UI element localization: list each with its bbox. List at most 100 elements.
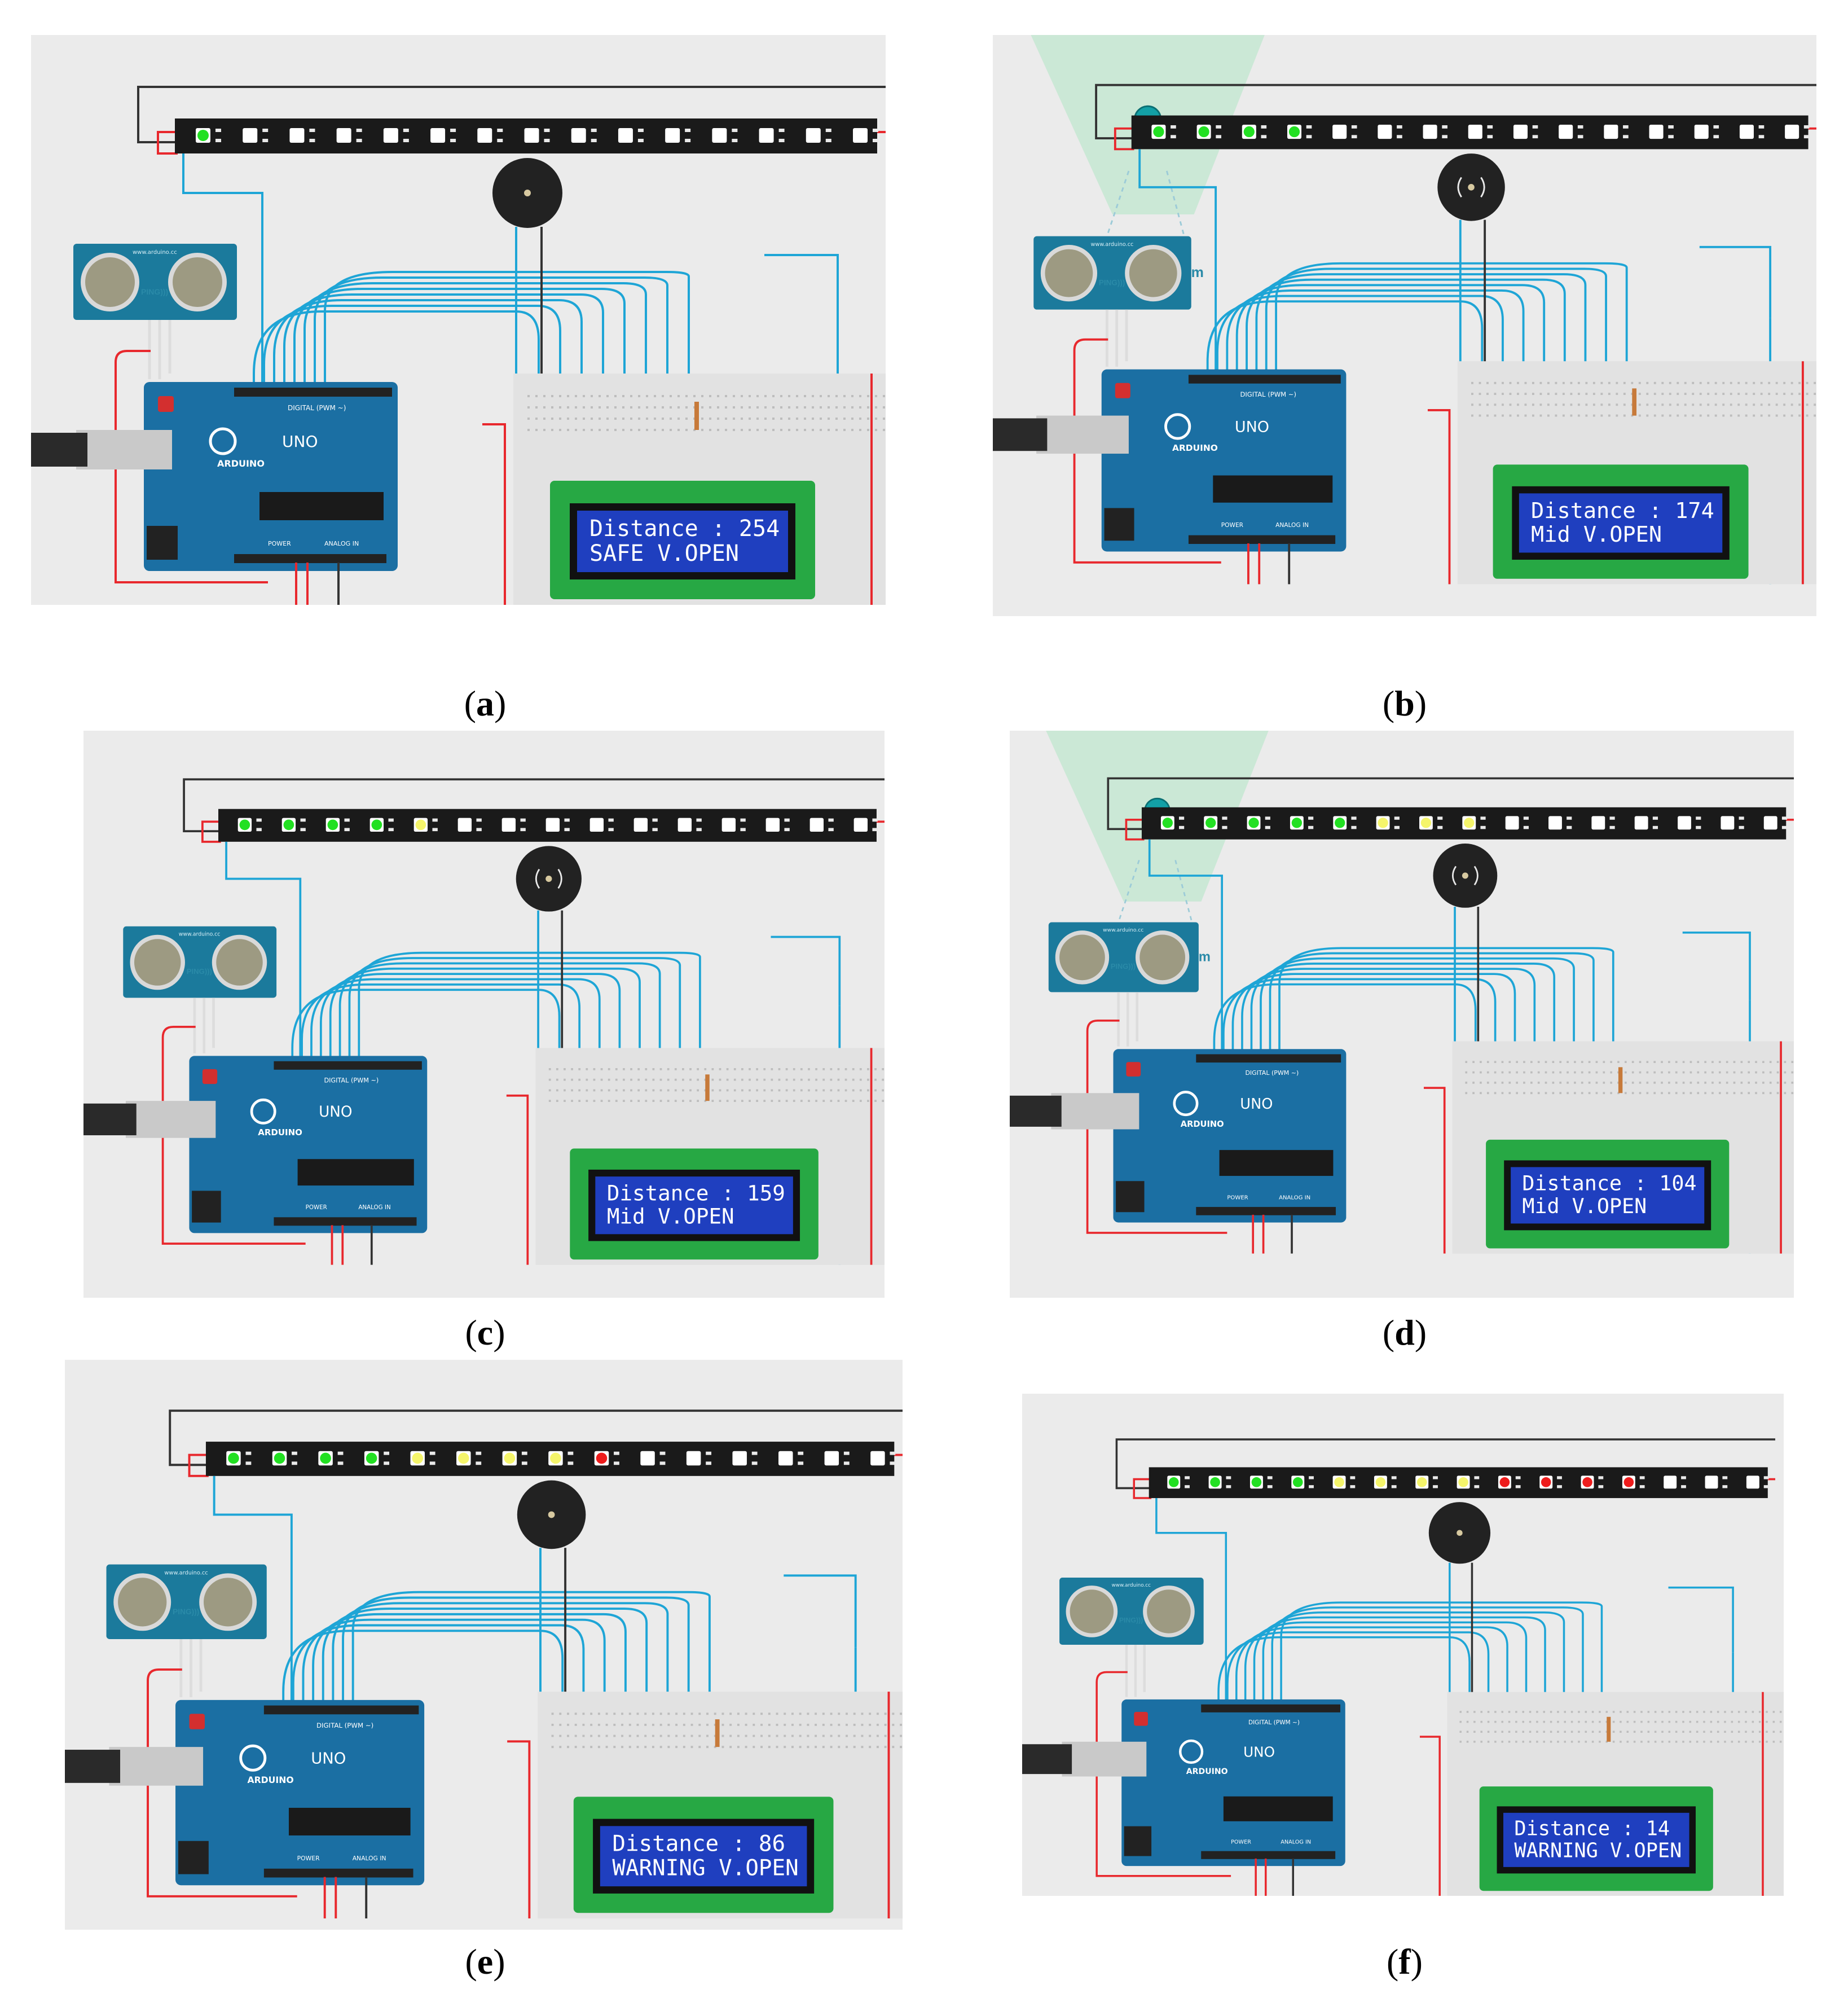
circuit-diagram: 69.2in / 175.8cmPING)))www.arduino.ccARD… (993, 35, 1816, 585)
led-pixel (239, 819, 250, 831)
led-pixel (1706, 1477, 1717, 1487)
led-pad (706, 1461, 711, 1465)
lcd-bus-wire (312, 1613, 627, 1797)
led-pad (429, 1451, 435, 1455)
led-pad (873, 129, 878, 132)
led-pixel (619, 130, 631, 141)
reset-button (1126, 1062, 1141, 1077)
sensor-site: www.arduino.cc (1103, 927, 1143, 933)
led-pad (215, 129, 221, 132)
sensor-label: PING))) (141, 287, 168, 296)
led-pad (567, 1451, 574, 1455)
led-pad (1577, 125, 1583, 129)
led-pad (1433, 1476, 1438, 1479)
led-pad (1480, 825, 1486, 829)
analog-label: ANALOG IN (1281, 1839, 1311, 1845)
led-pad (520, 818, 526, 822)
sensor-site: www.arduino.cc (164, 1570, 208, 1576)
led-pad (476, 818, 482, 822)
buzzer-center (548, 1511, 555, 1518)
led-pad (521, 1451, 527, 1455)
led-pixel (1722, 818, 1733, 828)
atmega-chip (288, 1807, 411, 1835)
led-pad (637, 139, 644, 142)
led-pad (384, 1451, 390, 1455)
sensor-pins (193, 998, 215, 1053)
lcd-line-1: Distance : 174 (1531, 498, 1714, 524)
power-label: POWER (268, 540, 291, 547)
led-pad (1713, 125, 1719, 129)
led-pad (388, 818, 394, 822)
sensor-label: PING))) (1119, 1616, 1143, 1624)
power-jack (1116, 1181, 1145, 1213)
lcd-bus-wire (1235, 1626, 1508, 1787)
led-pixel (1623, 1477, 1634, 1487)
led-pad (784, 818, 790, 822)
arduino-brand: ARDUINO (247, 1775, 293, 1785)
led-pad (825, 139, 831, 142)
usb-port (76, 430, 172, 469)
led-pad (1437, 825, 1443, 829)
strip-data-wire (1155, 1498, 1227, 1702)
reset-button (1115, 383, 1130, 398)
led-pad (1394, 816, 1400, 820)
lcd-screen (1503, 1812, 1689, 1867)
arduino-logo (1164, 413, 1191, 440)
lcd-screen (600, 1826, 807, 1887)
power-label: POWER (1221, 522, 1244, 529)
led-pad (1577, 135, 1583, 139)
led-pad (1668, 135, 1674, 139)
led-pixel (291, 130, 303, 141)
lcd-line-1: Distance : 159 (607, 1180, 785, 1205)
led-pad (798, 1461, 804, 1465)
led-pixel (244, 130, 256, 141)
lcd-bus-wire (1216, 295, 1504, 465)
led-pixel (1786, 126, 1798, 138)
sensor-power-wire (1086, 1019, 1227, 1234)
led-pixel (457, 1452, 469, 1464)
led-pad (1609, 816, 1615, 820)
led-pixel (371, 819, 382, 831)
led-pad (1351, 816, 1357, 820)
sensor-site: www.arduino.cc (133, 249, 177, 256)
led-pixel (228, 1452, 239, 1464)
sensor-transducer (1066, 1586, 1118, 1637)
usb-cable (1022, 1744, 1072, 1775)
buzzer-center (1462, 872, 1468, 879)
led-pad (1474, 1476, 1480, 1479)
lcd-bus-wire (332, 1602, 669, 1797)
led-pad (300, 818, 306, 822)
led-pad (706, 1451, 711, 1455)
led-pixel (714, 130, 725, 141)
led-pad (778, 129, 785, 132)
lcd-line-1: Distance : 14 (1514, 1817, 1670, 1840)
strip-data-wire (225, 841, 302, 1059)
lcd-bus-wire (314, 276, 668, 481)
lcd-bus-wire (1271, 1606, 1584, 1787)
lcd-line-2: WARNING V.OPEN (612, 1856, 798, 1881)
lcd-bus-wire (303, 282, 647, 481)
led-pad (564, 818, 570, 822)
led-pad (1267, 1485, 1273, 1488)
arduino-board (175, 1699, 425, 1886)
sensor-site: www.arduino.cc (1112, 1583, 1151, 1588)
led-pad (262, 139, 269, 142)
led-pixel (1378, 818, 1388, 828)
led-pad (356, 129, 362, 132)
led-pad (300, 828, 306, 832)
led-pad (564, 828, 570, 832)
analog-header (1201, 1851, 1336, 1859)
lcd-bus-wire (329, 967, 641, 1149)
breadboard-power-wire (506, 1094, 529, 1265)
lcd-bus-wire (351, 1591, 711, 1797)
led-pixel (320, 1452, 331, 1464)
sensor-power-wire (1095, 1671, 1231, 1877)
led-pixel (1550, 818, 1561, 828)
digital-label: DIGITAL (PWM ~) (1240, 390, 1296, 398)
power-jack (178, 1841, 209, 1874)
led-pad (403, 139, 409, 142)
led-pad (1652, 825, 1658, 829)
led-pad (1226, 1485, 1231, 1488)
led-pad (497, 139, 503, 142)
